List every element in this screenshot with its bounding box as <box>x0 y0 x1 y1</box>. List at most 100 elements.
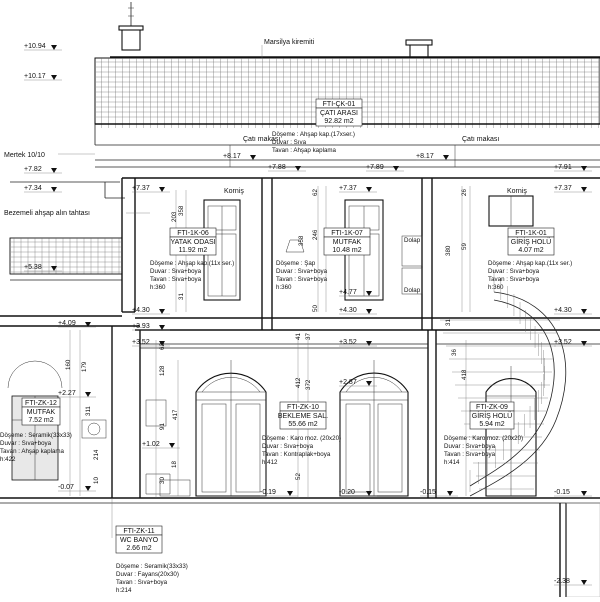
level-marker-lv-430c: +4.30 <box>554 307 592 315</box>
level-markers: +10.94+10.17+7.82+7.34+5.38+4.09+2.27-0.… <box>24 43 592 586</box>
dim-30: 30 <box>159 477 166 484</box>
room-spec: Duvar : Sıva+boya <box>262 443 314 450</box>
dim-91: 91 <box>159 423 166 430</box>
room-code: FTI-ZK-10 <box>287 404 319 411</box>
level-marker-lv-1017: +10.17 <box>24 73 62 81</box>
level-text: -2.38 <box>554 578 570 585</box>
level-text: -0.07 <box>58 484 74 491</box>
level-marker-lv-737b: +7.37 <box>339 185 377 193</box>
level-text: +4.09 <box>58 320 76 327</box>
room-spec: Döşeme : Ahşap kap.(11x ser.) <box>150 260 234 267</box>
label-cornice-b: Korniş <box>507 188 527 195</box>
room-spec: Duvar : Sıva+boya <box>0 440 52 447</box>
room-spec: h:360 <box>276 284 292 291</box>
level-text: +7.34 <box>24 185 42 192</box>
level-text: +4.30 <box>554 307 572 314</box>
room-spec: Duvar : Sıva <box>272 139 307 146</box>
level-text: +10.17 <box>24 73 46 80</box>
dim-31b: 31 <box>445 319 452 326</box>
room-spec: Tavan : Ahşap kaplama <box>0 448 65 455</box>
dim-50: 50 <box>312 305 319 312</box>
level-text: +8.17 <box>416 153 434 160</box>
dim-179: 179 <box>81 361 88 372</box>
room-name: WC BANYO <box>120 537 159 544</box>
level-text: +3.52 <box>132 339 150 346</box>
dim-372: 372 <box>305 379 312 390</box>
dim-380: 380 <box>445 245 452 256</box>
label-truss-left: Çatı makası <box>243 136 280 143</box>
room-spec: h:412 <box>262 459 278 466</box>
lower-roof-tiles <box>11 238 121 274</box>
dim-52: 52 <box>295 473 302 480</box>
room-code: FTI-ZK-12 <box>25 400 57 407</box>
level-text: +7.88 <box>268 164 286 171</box>
room-spec: Tavan : Sıva+boya <box>276 276 328 283</box>
dim-418: 418 <box>461 369 468 380</box>
room-area: 10.48 m2 <box>332 247 361 254</box>
room-code: FTI-ZK-09 <box>476 404 508 411</box>
dim-36: 36 <box>451 349 458 356</box>
room-code: FTI-1K-07 <box>331 230 363 237</box>
level-text: -0.15 <box>554 489 570 496</box>
room-spec: Duvar : Sıva+boya <box>488 268 540 275</box>
room-spec: Tavan : Kontraplak+boya <box>262 451 331 458</box>
chimney-left <box>121 27 141 51</box>
level-text: +7.37 <box>554 185 572 192</box>
level-marker-lv-430a: +4.30 <box>132 307 170 315</box>
room-spec: Tavan : Sıva+boya <box>488 276 540 283</box>
note-labels: Marsilya kiremiti Mertek 10/10 Bezemeli … <box>4 39 527 294</box>
room-area: 11.92 m2 <box>179 247 208 254</box>
dim-41: 41 <box>295 333 302 340</box>
label-cupboard-b: Dolap <box>404 287 421 294</box>
dim-62b: 62 <box>159 343 166 350</box>
room-spec: h:422 <box>0 456 16 463</box>
room-code: FTI-1K-06 <box>177 230 209 237</box>
level-marker-lv-007: -0.07 <box>58 484 96 492</box>
dim-text: 203 358 31 62 246 358 50 380 26 59 31 17… <box>65 189 468 484</box>
room-spec: Tavan : Sıva+boya <box>116 579 168 586</box>
level-text: +7.91 <box>554 164 572 171</box>
dim-160: 160 <box>65 359 72 370</box>
level-text: -0.19 <box>260 489 276 496</box>
dim-203: 203 <box>171 211 178 222</box>
level-text: +4.30 <box>339 307 357 314</box>
room-spec: Tavan : Sıva+boya <box>150 276 202 283</box>
label-eave-board: Bezemeli ahşap alın tahtası <box>4 210 90 217</box>
level-marker-lv-789: +7.89 <box>366 164 404 172</box>
label-roof-tile: Marsilya kiremiti <box>264 39 315 46</box>
dim-31: 31 <box>178 293 185 300</box>
ground-floor <box>0 315 600 504</box>
dim-311: 311 <box>85 406 92 416</box>
level-marker-lv-817b: +8.17 <box>416 153 454 161</box>
level-marker-lv-788: +7.88 <box>268 164 306 172</box>
level-marker-lv-393: +3.93 <box>132 323 170 331</box>
level-text: +7.89 <box>366 164 384 171</box>
dim-417: 417 <box>172 409 179 420</box>
room-spec: Döşeme : Karo moz. (20x20) <box>444 435 523 442</box>
level-marker-lv-791: +7.91 <box>554 164 592 172</box>
level-text: -0.20 <box>339 489 355 496</box>
level-marker-lv-538: +5.38 <box>24 264 62 272</box>
room-spec: Duvar : Sıva+boya <box>150 268 202 275</box>
room-spec: h:414 <box>444 459 460 466</box>
level-text: +3.52 <box>339 339 357 346</box>
label-truss-right: Çatı makası <box>462 136 499 143</box>
level-text: -0.15 <box>420 489 436 496</box>
room-area: 2.66 m2 <box>126 545 151 552</box>
level-marker-lv-227: +2.27 <box>58 390 96 398</box>
level-marker-lv-477: +4.77 <box>339 289 377 297</box>
room-code: FTI-ÇK-01 <box>323 101 356 108</box>
label-cornice-a: Korniş <box>224 188 244 195</box>
level-text: +1.02 <box>142 441 160 448</box>
level-marker-lv-102: +1.02 <box>142 441 180 449</box>
room-area: 5.94 m2 <box>479 421 504 428</box>
dim-246: 246 <box>312 229 319 240</box>
level-marker-lv-015a: -0.15 <box>420 489 458 497</box>
dim-26: 26 <box>461 189 468 196</box>
dim-128: 128 <box>159 365 166 376</box>
